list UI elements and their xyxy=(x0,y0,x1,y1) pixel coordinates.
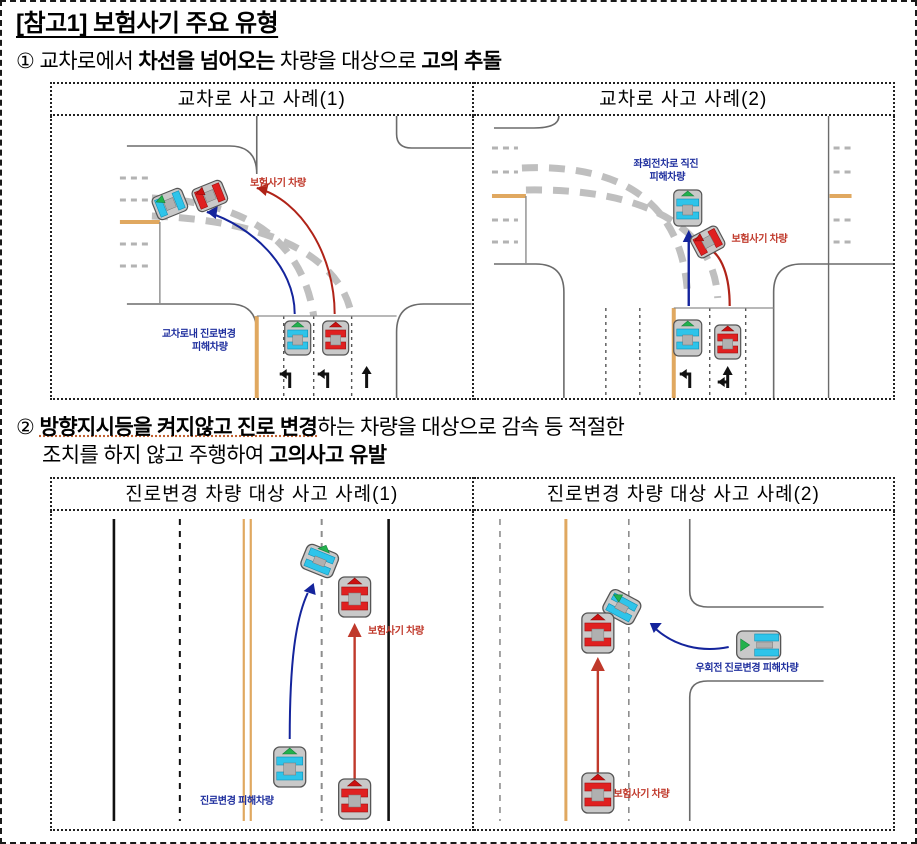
trajectory-guide-outer xyxy=(525,186,721,299)
trajectory-guide-outer xyxy=(151,212,356,317)
car-victim-lower xyxy=(273,745,307,788)
victim-vehicle-label-line1: 좌회전차로 직진 xyxy=(633,158,699,170)
car-victim-side-road xyxy=(735,629,781,660)
item-2-number: ② xyxy=(16,415,35,439)
fraud-arrow-head xyxy=(347,622,362,637)
item-1-text: ① 교차로에서 차선을 넘어오는 차량을 대상으로 고의 추돌 xyxy=(16,48,905,76)
car-fraud-waiting xyxy=(713,324,741,360)
curb-top-left xyxy=(126,115,258,174)
scene-svg-2 xyxy=(491,115,893,398)
car-fraud-upper xyxy=(580,611,614,654)
car-victim-merging xyxy=(300,543,340,578)
victim-vehicle-label-line2: 피해차량 xyxy=(192,341,228,353)
victim-path-arrow xyxy=(654,627,729,650)
scene-svg-4 xyxy=(498,518,824,821)
curb-bottom-right xyxy=(395,303,472,398)
fraud-path-arrow xyxy=(256,186,336,314)
victim-arrow-head xyxy=(649,622,662,633)
car-victim-waiting xyxy=(672,319,702,357)
diagram-lane-change-case-1: 보험사기 차량 진로변경 피해차량 xyxy=(52,510,472,829)
panel-cell-intersection-case-1: 보험사기 차량 교차로내 진로변경 피해차량 xyxy=(50,113,474,400)
curb-top xyxy=(688,518,824,608)
panel-cell-lane-change-case-2: 우회전 진로변경 피해차량 보험사기 차량 xyxy=(471,508,895,831)
item-2-text: ② 방향지시등을 켜지않고 진로 변경하는 차량을 대상으로 감속 등 적절한 … xyxy=(16,414,905,471)
car-fraud-lower xyxy=(580,771,614,814)
item-1-number: ① xyxy=(16,49,35,73)
fraud-arrow-head xyxy=(256,182,269,196)
curb-top-left xyxy=(493,115,560,129)
trajectory-guide-inner xyxy=(521,164,691,299)
diagram-lane-change-case-2: 우회전 진로변경 피해차량 보험사기 차량 xyxy=(473,510,893,829)
car-fraud-waiting xyxy=(322,320,350,356)
panel-header-lane-change-case-1: 진로변경 차량 대상 사고 사례(1) xyxy=(50,476,474,511)
fraud-arrow-head xyxy=(590,656,605,671)
car-fraud-upper xyxy=(338,575,372,618)
curb-bottom-right xyxy=(772,263,893,398)
panel-header-intersection-case-1: 교차로 사고 사례(1) xyxy=(50,81,474,116)
item-2-seg-4: 고의사고 유발 xyxy=(268,444,387,468)
victim-arrow-head xyxy=(206,205,218,219)
victim-vehicle-label: 우회전 진로변경 피해차량 xyxy=(695,662,799,674)
curb-bottom xyxy=(688,679,824,821)
car-victim-crashed xyxy=(151,187,189,221)
panel-table-row-2: 진로변경 차량 대상 사고 사례(1) 진로변경 차량 대상 사고 사례(2) xyxy=(50,476,895,831)
fraud-vehicle-label: 보험사기 차량 xyxy=(250,177,306,189)
scene-svg-3 xyxy=(112,518,390,821)
item-2-seg-1: 방향지시등을 켜지않고 진로 변경 xyxy=(39,415,318,439)
item-2-seg-2: 하는 차량을 대상으로 감속 등 적절한 xyxy=(317,415,625,439)
fraud-vehicle-label: 보험사기 차량 xyxy=(368,625,424,637)
panel-header-lane-change-case-2: 진로변경 차량 대상 사고 사례(2) xyxy=(471,476,895,511)
diagram-intersection-case-2: 좌회전차로 직진 피해차량 보험사기 차량 xyxy=(473,115,893,398)
victim-vehicle-label: 진로변경 피해차량 xyxy=(200,795,274,807)
victim-vehicle-label-line2: 피해차량 xyxy=(649,171,686,183)
item-1-seg-1: 교차로에서 xyxy=(39,49,139,73)
victim-path-arrow xyxy=(206,210,296,314)
item-1-seg-2: 차선을 넘어오는 xyxy=(138,49,275,73)
curb-bottom-left xyxy=(493,263,565,398)
victim-vehicle-label-line1: 교차로내 진로변경 xyxy=(162,328,236,340)
item-1-seg-3: 차량을 대상으로 xyxy=(274,49,422,73)
diagram-intersection-case-1: 보험사기 차량 교차로내 진로변경 피해차량 xyxy=(52,115,472,398)
trajectory-guide-inner xyxy=(151,194,318,317)
panel-table-row-1: 교차로 사고 사례(1) 교차로 사고 사례(2) xyxy=(50,81,895,400)
car-victim-straight xyxy=(672,189,702,227)
car-fraud-striking xyxy=(689,225,725,259)
victim-arrow-head xyxy=(303,582,316,595)
car-fraud-crashed xyxy=(191,179,229,213)
panel-cell-lane-change-case-1: 보험사기 차량 진로변경 피해차량 xyxy=(50,508,474,831)
fraud-vehicle-label: 보험사기 차량 xyxy=(613,788,670,800)
fraud-vehicle-label: 보험사기 차량 xyxy=(731,233,788,245)
item-2-seg-3: 조치를 하지 않고 주행하여 xyxy=(42,444,269,468)
item-1-seg-4: 고의 추돌 xyxy=(421,49,502,73)
car-fraud-lower xyxy=(338,777,372,820)
curb-top-right xyxy=(395,115,472,149)
victim-path-arrow xyxy=(288,592,309,739)
car-victim-waiting xyxy=(284,320,312,356)
panel-cell-intersection-case-2: 좌회전차로 직진 피해차량 보험사기 차량 xyxy=(471,113,895,400)
scene-svg-1 xyxy=(119,115,472,398)
panel-header-intersection-case-2: 교차로 사고 사례(2) xyxy=(471,81,895,116)
page-title: [참고1] 보험사기 주요 유형 xyxy=(16,10,279,37)
